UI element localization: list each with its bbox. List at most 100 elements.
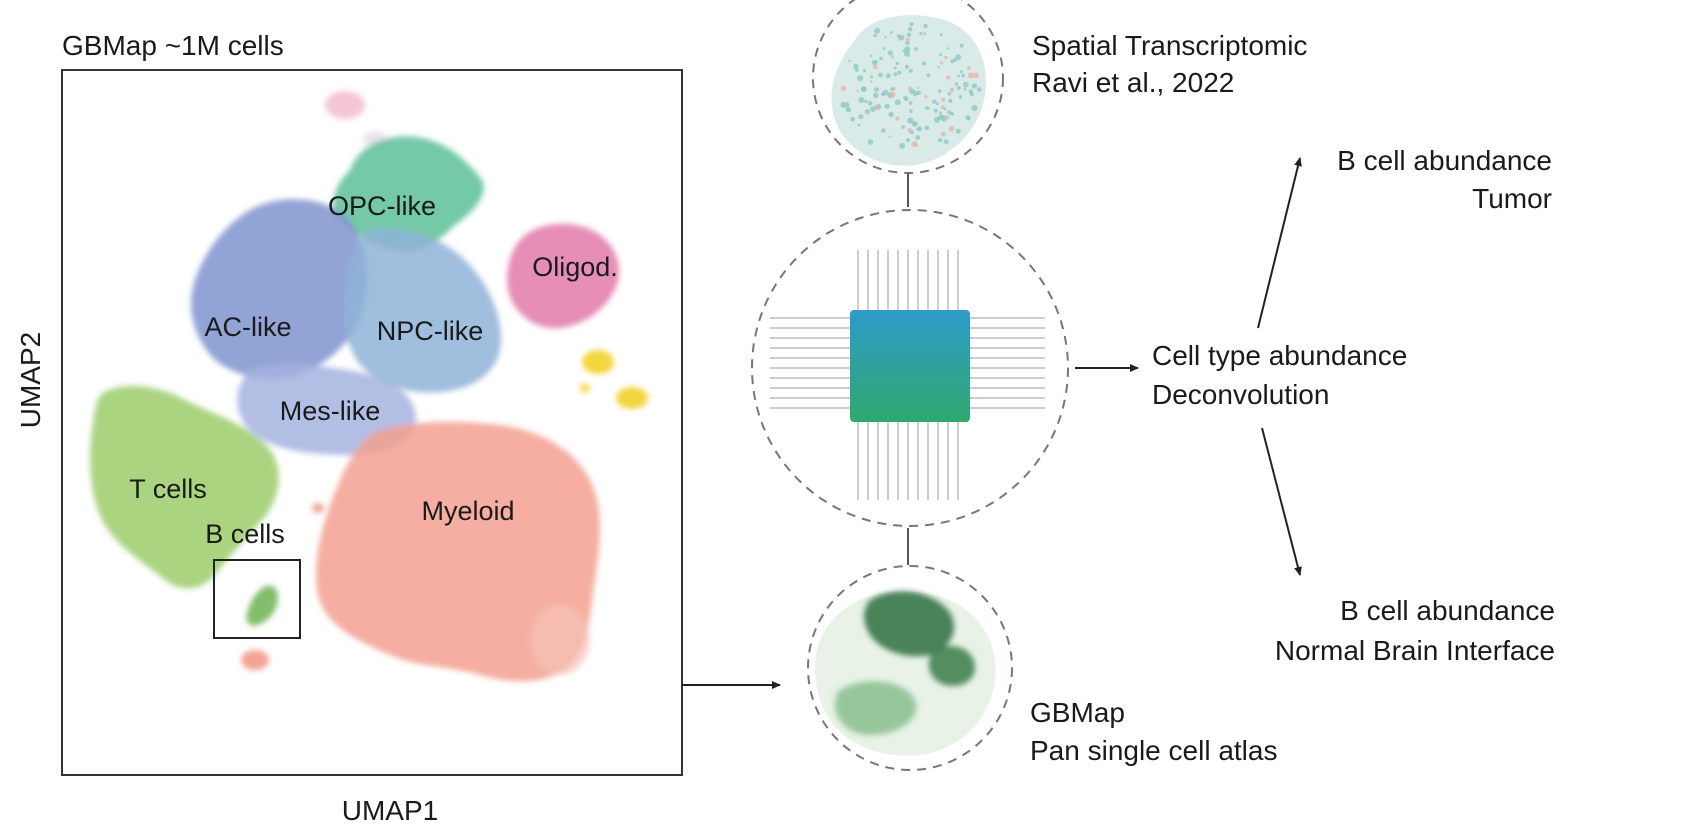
spatial-dot [881,128,886,133]
spatial-dot [845,101,849,105]
spatial-dot [916,127,919,131]
chip-icon [850,310,970,422]
spatial-dot [904,46,911,53]
spatial-dot [889,91,896,98]
spatial-dot [907,117,914,124]
spatial-dot [939,33,943,37]
spatial-dot [902,49,906,53]
spatial-dot [932,99,937,104]
cluster-b-cells [246,585,278,626]
spatial-dot [853,63,859,69]
spatial-dot [867,139,874,145]
spatial-dot [957,74,960,78]
spatial-dot [916,126,923,132]
spatial-label-1: Spatial Transcriptomic [1032,30,1307,61]
spatial-dot [898,34,905,41]
spatial-dot [882,47,886,50]
label-oligod: Oligod. [532,252,618,282]
spatial-dot [908,101,913,105]
spatial-dot [948,98,953,103]
spatial-dot [899,142,906,149]
spatial-dot [857,123,861,127]
spatial-dot [888,111,894,118]
spatial-dot [913,122,918,127]
spatial-dot [888,135,892,138]
spatial-dot [867,100,873,106]
spatial-dot [869,54,873,58]
spatial-dot [937,66,940,69]
spatial-dot [880,91,886,97]
spatial-dot [875,60,878,64]
spatial-dot [976,87,982,92]
spatial-dot [870,80,873,83]
spatial-dot [954,82,959,86]
cluster-opc-like [333,136,484,251]
spatial-dot [864,99,868,104]
spatial-dot [919,31,923,36]
cluster-oligod [507,223,620,329]
spatial-dot [911,141,917,147]
spatial-dot [967,66,972,71]
spatial-dot [943,107,947,111]
spatial-dot [884,36,887,39]
cluster-mes-like [237,364,416,455]
gbmap-circle-outline [807,565,1013,771]
chip-wires [770,250,1045,500]
spatial-dot [908,27,913,32]
spatial-dot [950,59,955,64]
spatial-dot [904,50,911,57]
spatial-dot [917,86,920,90]
label-mes-like: Mes-like [280,396,381,426]
gbmap-tissue-blobs [835,591,975,735]
spatial-dot [922,32,927,36]
spatial-dot [936,102,939,106]
spatial-dot [958,95,963,99]
spatial-dot [946,75,951,80]
umap-frame [61,69,683,776]
spatial-dot [949,87,955,93]
cluster-myeloid [315,421,600,682]
spatial-dot [939,61,944,65]
spatial-dot [904,64,910,69]
spatial-dot [887,50,893,56]
spatial-dot [937,89,942,93]
umap-xlabel: UMAP1 [342,795,438,826]
spatial-dot [956,85,962,91]
spatial-dot [893,72,898,77]
spatial-dot [857,75,864,82]
spatial-tissue-dots [840,22,982,149]
umap-ylabel: UMAP2 [15,332,46,428]
cluster-yellow-1 [582,350,614,374]
spatial-dot [901,125,905,129]
center-label-2: Deconvolution [1152,379,1329,410]
spatial-dot [840,101,847,108]
spatial-dot [905,37,911,43]
spatial-dot [967,117,971,121]
label-ac-like: AC-like [204,312,291,342]
cluster-yellow-3 [580,383,590,393]
normal-label-2: Normal Brain Interface [1275,635,1555,666]
spatial-dot [947,91,952,96]
b-cells-highlight-box [213,559,301,639]
gbmap-label-1: GBMap [1030,697,1125,728]
spatial-dot [879,56,883,61]
spatial-dot [944,55,948,60]
label-npc-like: NPC-like [377,316,484,346]
spatial-dot [906,32,912,38]
spatial-dot [890,87,895,92]
spatial-dot [959,70,963,74]
spatial-dot [963,87,967,91]
spatial-label-2: Ravi et al., 2022 [1032,67,1234,98]
spatial-dot [907,128,912,133]
spatial-dot [870,106,876,112]
arrow-to-normal [1261,427,1302,576]
spatial-dot [945,115,950,120]
spatial-dot [890,31,893,34]
arrow-to-tumor [1257,157,1302,329]
label-b-cells: B cells [205,519,285,549]
spatial-dot [914,47,918,51]
spatial-dot [850,117,855,122]
spatial-dot [878,72,883,78]
spatial-dot [955,54,962,61]
